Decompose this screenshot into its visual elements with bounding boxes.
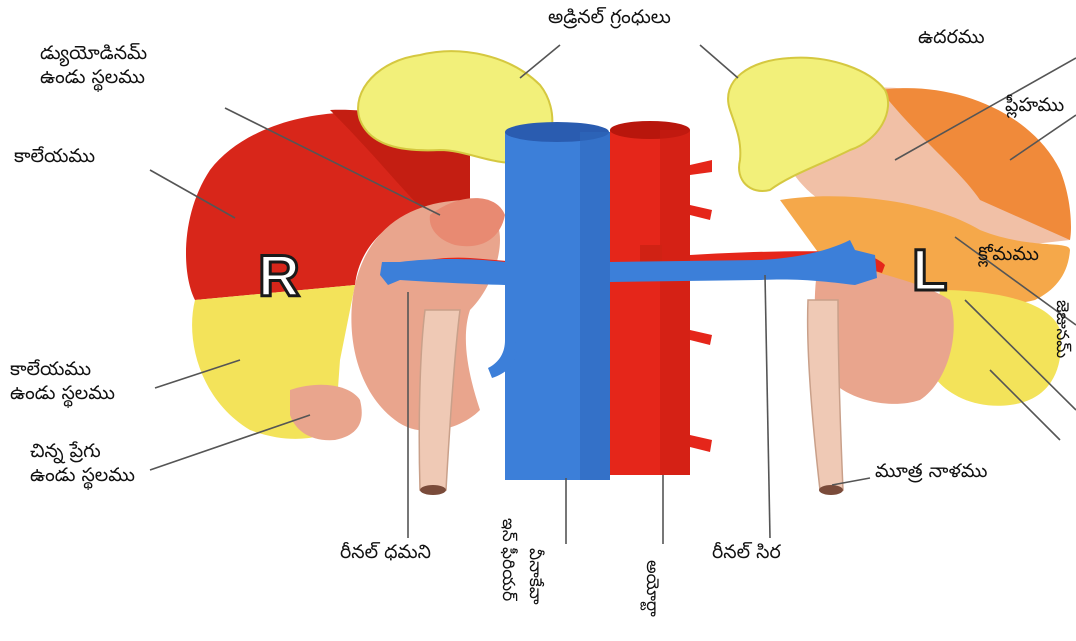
aorta-branch (690, 435, 712, 452)
label-pancreas: క్లోమము (978, 243, 1039, 267)
label-ivc-line2: వీనాకేవా (521, 548, 545, 605)
left-ureter (808, 300, 843, 490)
aorta-branch (690, 330, 712, 345)
label-duodenum-line1: డ్యుయోడినమ్ (40, 42, 147, 66)
label-stomach: ఉదరము (918, 26, 985, 50)
right-kidney-marker: R (258, 244, 300, 309)
left-kidney-marker: L (912, 238, 947, 303)
label-small-intestine-line2: ఉండు స్థలము (30, 464, 135, 488)
ivc-shade (580, 132, 610, 480)
left-ureter-end (819, 485, 843, 495)
right-ureter-end (420, 485, 446, 495)
label-adrenal-glands: అడ్రినల్ గ్రంధులు (548, 6, 671, 30)
aorta-branch (690, 160, 712, 175)
leader-small-intestine (150, 415, 310, 470)
label-liver-area-line2: ఉండు స్థలము (10, 382, 115, 406)
label-aorta: అయోర్టా (638, 560, 662, 617)
aorta-branch (690, 205, 712, 220)
label-liver-area-line1: కాలేయము (10, 358, 91, 382)
leader-adrenal-right (700, 45, 738, 78)
label-ureter: మూత్ర నాళము (875, 460, 988, 484)
label-liver: కాలేయము (14, 145, 95, 169)
label-ivc-line1: ఇన్ ఫీరియర్ (494, 518, 518, 601)
inferior-vena-cava (505, 122, 610, 480)
label-small-intestine-line1: చిన్న ప్రేగు (30, 440, 101, 464)
label-renal-artery: రీనల్ ధమని (340, 541, 431, 565)
label-jejunum: జెజునమ్ (1048, 300, 1072, 358)
leader-renal-vein (765, 275, 770, 538)
leader-adrenal-left (520, 45, 560, 78)
label-spleen: ప్లీహము (1005, 94, 1064, 118)
label-renal-vein: రీనల్ సిర (712, 541, 781, 565)
aorta-shade (660, 130, 690, 475)
label-duodenum-line2: ఉండు స్థలము (40, 66, 145, 90)
